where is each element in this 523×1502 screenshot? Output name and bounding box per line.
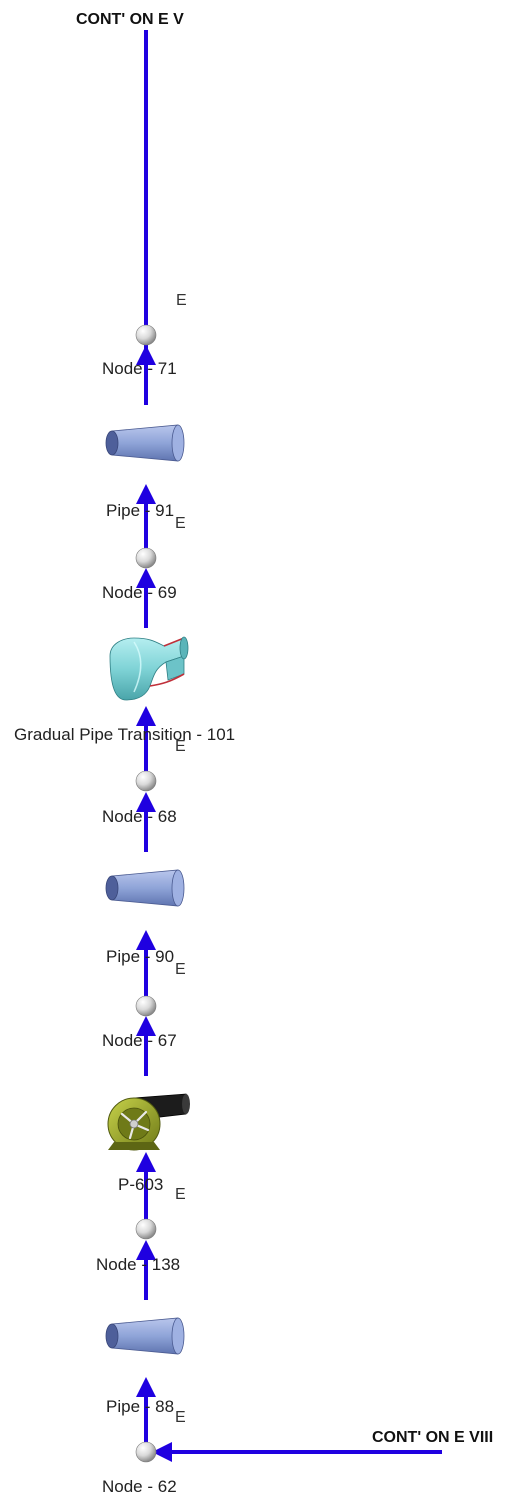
pipe-91-label: Pipe - 91 — [106, 501, 174, 520]
pipe-icon[interactable] — [105, 1317, 185, 1355]
node-71-label: Node - 71 — [102, 359, 177, 378]
pipe-icon[interactable] — [105, 869, 185, 907]
e-marker: E — [175, 1186, 186, 1203]
flow-arrow-icon — [136, 1152, 156, 1172]
node-62-label: Node - 62 — [102, 1477, 177, 1496]
e-marker: E — [176, 292, 187, 309]
flow-arrows — [136, 345, 172, 1462]
e-marker: E — [175, 515, 186, 532]
flow-arrow-icon — [136, 1016, 156, 1036]
flow-arrow-icon — [136, 484, 156, 504]
node-69-label: Node - 69 — [102, 583, 177, 602]
node-sphere-icon[interactable] — [135, 324, 157, 346]
node-sphere-icon[interactable] — [135, 547, 157, 569]
flow-arrow-icon — [136, 1377, 156, 1397]
pump-603-label: P-603 — [118, 1175, 163, 1194]
flow-arrow-icon — [136, 792, 156, 812]
transition-101-label: Gradual Pipe Transition - 101 — [14, 725, 235, 744]
flow-arrow-icon — [136, 345, 156, 365]
cont-label-top: CONT' ON E V — [76, 11, 184, 28]
e-marker: E — [175, 961, 186, 978]
flow-arrow-icon — [136, 1240, 156, 1260]
node-sphere-icon[interactable] — [135, 1441, 157, 1463]
flow-arrow-icon — [136, 930, 156, 950]
pump-icon[interactable] — [107, 1093, 190, 1151]
flow-arrow-icon — [136, 568, 156, 588]
pipe-88-label: Pipe - 88 — [106, 1397, 174, 1416]
flow-arrow-icon — [152, 1442, 172, 1462]
e-marker: E — [175, 1409, 186, 1426]
pipe-icon[interactable] — [105, 424, 185, 462]
nodes — [135, 324, 157, 1463]
cont-label-bottom: CONT' ON E VIII — [372, 1429, 493, 1446]
node-sphere-icon[interactable] — [135, 770, 157, 792]
gradual-transition-icon[interactable] — [109, 636, 189, 701]
node-sphere-icon[interactable] — [135, 995, 157, 1017]
e-marker: E — [175, 738, 186, 755]
flow-arrow-icon — [136, 706, 156, 726]
node-138-label: Node - 138 — [96, 1255, 180, 1274]
node-67-label: Node - 67 — [102, 1031, 177, 1050]
node-sphere-icon[interactable] — [135, 1218, 157, 1240]
node-68-label: Node - 68 — [102, 807, 177, 826]
pipe-90-label: Pipe - 90 — [106, 947, 174, 966]
